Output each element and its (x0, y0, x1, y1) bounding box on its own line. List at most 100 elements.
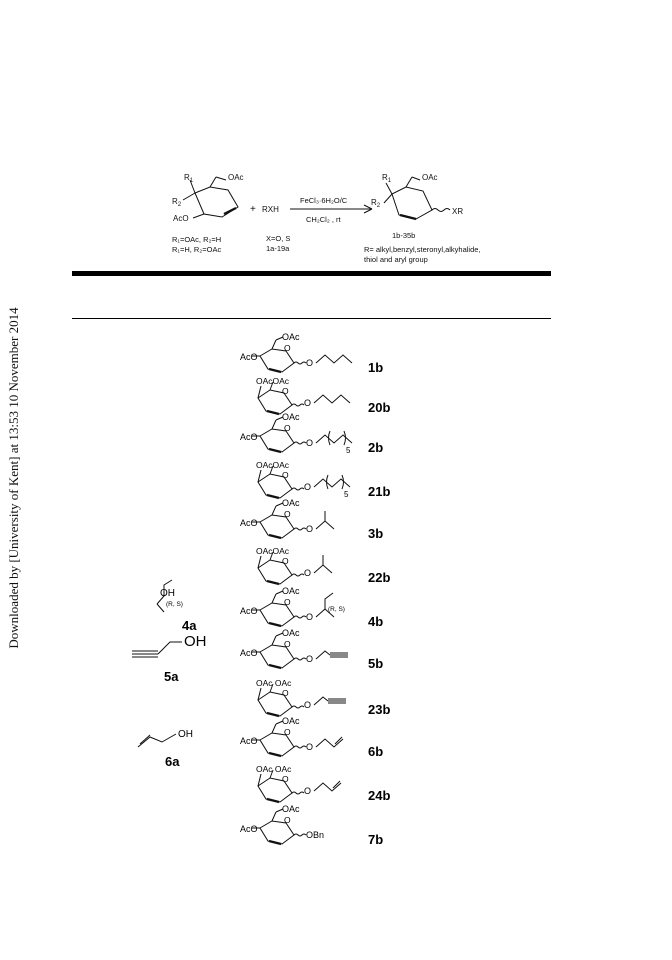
reaction-scheme: R1 R2 OAc AcO + RXH FeCl₃·6H₂O/C CH₂Cl₂ … (172, 173, 481, 264)
glycosidic-oxygen: O (304, 700, 311, 710)
ring-oxygen: O (284, 597, 291, 607)
butyl-chain (313, 394, 351, 404)
oac-label: OAc (282, 716, 300, 726)
secbutyl-chain (315, 592, 334, 618)
oac-label: OAc (282, 412, 300, 422)
glycosidic-oxygen: O (306, 654, 313, 664)
aco-label: AcO (240, 606, 258, 616)
reactant-r1: R1 (184, 173, 194, 184)
condition-line-1: R₁=OAc, R₂=H (172, 235, 221, 244)
reactant-6a-label: 6a (165, 754, 180, 769)
compound-label: 7b (368, 832, 383, 847)
reactant-4a-oh: OH (160, 588, 175, 599)
stereo-label: (R, S) (328, 606, 345, 613)
ring-oxygen: O (284, 727, 291, 737)
pyran-ring-icon (256, 464, 306, 500)
reactant-r2: R2 (172, 197, 182, 208)
repeat-count: 5 (346, 446, 351, 455)
reactant-4a-label: 4a (182, 618, 197, 633)
pyran-ring-icon (256, 380, 306, 416)
compound-label: 6b (368, 744, 383, 759)
reactant-6a: OH 6a (137, 729, 193, 769)
aco-label: AcO (240, 352, 258, 362)
octyl-chain (313, 478, 351, 488)
oac-label: OAc (282, 804, 300, 814)
propargyl-chain (313, 696, 329, 706)
compound-label: 23b (368, 702, 390, 717)
rxh-label: RXH (262, 205, 279, 214)
ring-oxygen: O (282, 688, 289, 698)
ring-oxygen: O (284, 815, 291, 825)
pyran-ring-icon (256, 768, 306, 804)
table-top-rule (72, 271, 551, 276)
reactant-5a-label: 5a (164, 669, 179, 684)
compound-label: 3b (368, 526, 383, 541)
product-xr: XR (452, 207, 463, 216)
oac-label: OAc (282, 332, 300, 342)
glycosidic-oxygen: O (306, 438, 313, 448)
glycosidic-oxygen: O (304, 786, 311, 796)
oacoac-label: OAcOAc (256, 460, 290, 470)
glycosidic-oxygen: O (304, 568, 311, 578)
bracket (326, 474, 344, 490)
pyran-ring-icon (250, 335, 308, 374)
pyran-ring-icon (256, 682, 306, 718)
oac-label: OAc (282, 586, 300, 596)
pyran-ring-icon (250, 807, 308, 846)
ring-oxygen: O (284, 509, 291, 519)
compound-label: 1b (368, 360, 383, 375)
ring-oxygen: O (282, 470, 289, 480)
ring-oxygen: O (282, 774, 289, 784)
aco-label: AcO (240, 518, 258, 528)
reactant-aco: AcO (173, 214, 189, 223)
pyran-ring-icon (250, 415, 308, 454)
pyran-ring-icon (256, 550, 306, 586)
x-range: 1a-19a (266, 244, 290, 253)
aco-label: AcO (240, 648, 258, 658)
r-definition-2: thiol and aryl group (364, 255, 428, 264)
reagent-top: FeCl₃·6H₂O/C (300, 196, 348, 205)
aco-label: AcO (240, 824, 258, 834)
reagent-bottom: CH₂Cl₂ , rt (306, 215, 341, 224)
reactant-5a: OH 5a (132, 633, 207, 684)
product-r1: R1 (382, 173, 392, 184)
isopropyl-chain (313, 564, 333, 574)
reactant-5a-oh: OH (184, 633, 207, 650)
oacoac-label: OAcOAc (256, 546, 290, 556)
oacoac-label: OAc OAc (256, 764, 292, 774)
ring-oxygen: O (284, 343, 291, 353)
pyran-ring-icon (250, 719, 308, 758)
aco-label: AcO (240, 736, 258, 746)
glycosidic-oxygen: O (306, 742, 313, 752)
repeat-count: 5 (344, 490, 349, 499)
ring-oxygen: O (282, 556, 289, 566)
bracket (328, 430, 346, 446)
oac-label: OAc (282, 628, 300, 638)
ring-oxygen: O (284, 639, 291, 649)
aco-label: AcO (240, 432, 258, 442)
product-r2: R2 (371, 198, 381, 209)
compound-label: 5b (368, 656, 383, 671)
oac-label: OAc (282, 498, 300, 508)
compound-label: 22b (368, 570, 390, 585)
ring-oxygen: O (282, 386, 289, 396)
butyl-chain (315, 354, 353, 364)
reactant-4a-stereo: (R, S) (166, 601, 183, 608)
oacoac-label: OAc OAc (256, 678, 292, 688)
reactant-6a-oh: OH (178, 729, 193, 740)
obn-label: OBn (306, 830, 324, 840)
compound-label: 24b (368, 788, 390, 803)
octyl-chain (315, 434, 353, 444)
glycosidic-oxygen: O (306, 524, 313, 534)
